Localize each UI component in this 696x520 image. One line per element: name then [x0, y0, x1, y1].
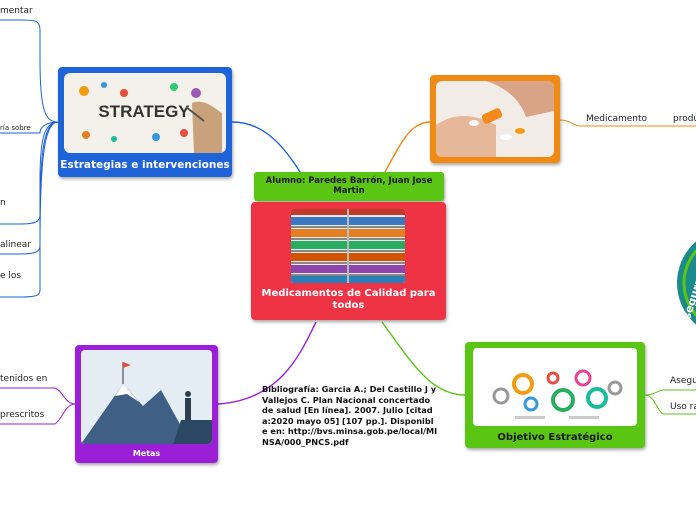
gears-image: [473, 348, 637, 426]
objective-card[interactable]: Objetivo Estratégico: [465, 342, 645, 448]
goals-card[interactable]: Metas: [75, 345, 218, 463]
mountain-image: [81, 350, 212, 444]
strategy-leaf-1[interactable]: mentar: [0, 6, 33, 16]
pills-image: [436, 81, 554, 157]
author-text: Alumno: Paredes Barrón, Juan Jose Martin: [265, 176, 433, 196]
strategy-leaf-4[interactable]: alinear: [0, 240, 31, 250]
objective-leaf-1[interactable]: Asegu: [670, 376, 696, 386]
strategies-card[interactable]: STRATEGY Estrategias e intervenciones: [58, 67, 232, 177]
assurance-circle[interactable]: Asegurami: [670, 228, 696, 338]
bibliography-text[interactable]: Bibliografía: Garcia A.; Del Castillo J …: [262, 384, 438, 447]
medicine-leaf-1[interactable]: Medicamento: [586, 114, 648, 124]
objective-leaf-2[interactable]: Uso ra: [670, 402, 696, 412]
strategies-title: Estrategias e intervenciones: [60, 159, 230, 171]
medicine-leaf-2[interactable]: produ: [673, 114, 696, 124]
goals-leaf-2[interactable]: prescritos: [0, 410, 45, 420]
strategy-leaf-3[interactable]: n: [0, 198, 6, 208]
central-topic[interactable]: Medicamentos de Calidad para todos: [251, 202, 446, 320]
strategy-leaf-5[interactable]: e los: [0, 271, 22, 281]
strategy-image: STRATEGY: [64, 73, 226, 153]
central-title: Medicamentos de Calidad para todos: [261, 288, 436, 311]
svg-text:STRATEGY: STRATEGY: [98, 102, 190, 121]
pharmacy-shelves-image: [291, 209, 405, 283]
objective-title: Objetivo Estratégico: [497, 432, 613, 443]
goals-title: Metas: [132, 449, 161, 458]
strategy-leaf-2[interactable]: ría sobre: [0, 124, 31, 132]
author-box[interactable]: Alumno: Paredes Barrón, Juan Jose Martin: [254, 172, 444, 201]
medicine-card[interactable]: [430, 75, 560, 163]
goals-leaf-1[interactable]: tenidos en: [0, 374, 48, 384]
